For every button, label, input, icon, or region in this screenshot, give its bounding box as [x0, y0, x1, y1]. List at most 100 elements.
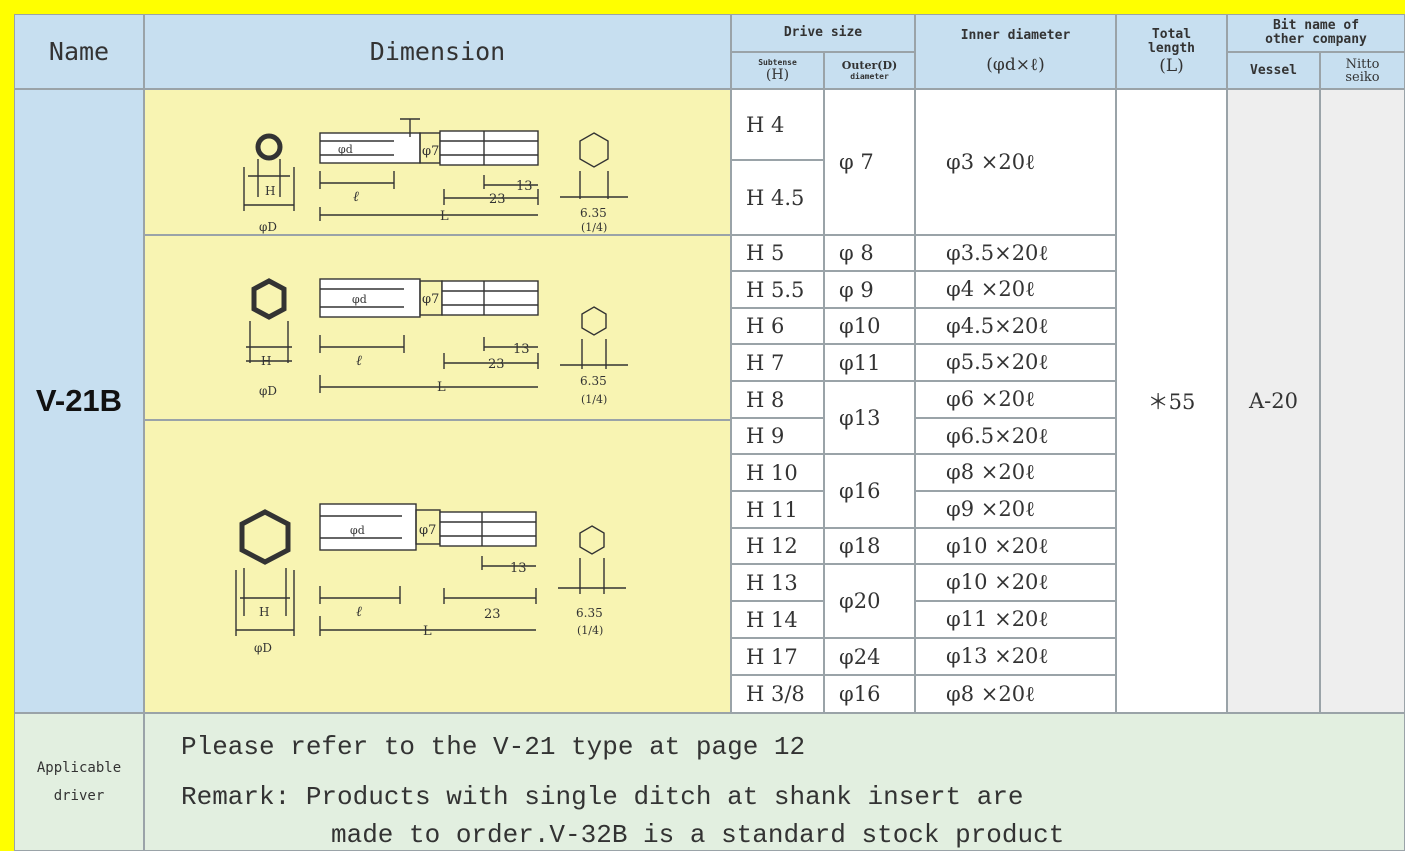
inner-value: φ10 ×20ℓ — [946, 533, 1049, 558]
inner-cell: φ10 ×20ℓ — [915, 564, 1116, 601]
table-row-h: H 8 — [731, 381, 824, 418]
table-row-h: H 5.5 — [731, 271, 824, 308]
d-value: φ11 — [839, 350, 881, 375]
table-row-h: H 9 — [731, 418, 824, 454]
h-value: H 13 — [746, 570, 798, 595]
drawing-label-phi-d-inner: φd — [338, 143, 353, 156]
d-value: φ24 — [839, 644, 881, 669]
inner-value: φ6.5×20ℓ — [946, 423, 1049, 448]
inner-cell-merged: φ3 ×20ℓ — [915, 89, 1116, 235]
drawing-label-h: H — [259, 605, 269, 619]
drawing-label-twentythree: 23 — [488, 357, 505, 372]
product-name-cell: V-21B — [14, 89, 144, 713]
table-row-h: H 5 — [731, 235, 824, 271]
table-row-h: H 3/8 — [731, 675, 824, 713]
d-cell-merged: φ20 — [824, 564, 915, 638]
header-dimension: Dimension — [144, 14, 731, 89]
header-total-length-symbol: (L) — [1159, 55, 1184, 76]
drawing-label-ell: ℓ — [353, 189, 359, 205]
product-name: V-21B — [35, 383, 123, 418]
d-cell: φ16 — [824, 675, 915, 713]
applicable-driver-cell: Applicable driver — [14, 713, 144, 851]
table-row-h: H 4.5 — [731, 160, 824, 235]
h-value: H 9 — [746, 424, 785, 448]
drawing-label-phi-d-outer: φD — [254, 641, 272, 655]
drawing-label-hex-inch: (1/4) — [581, 221, 607, 234]
inner-value: φ6 ×20ℓ — [946, 387, 1036, 411]
header-dimension-label: Dimension — [369, 37, 506, 66]
drawing-label-twentythree: 23 — [489, 192, 506, 207]
header-nitto-seiko: Nitto seiko — [1320, 52, 1405, 89]
inner-value: φ3.5×20ℓ — [946, 240, 1049, 265]
spec-sheet: Name Dimension Drive size Subtense (H) O… — [14, 14, 1405, 851]
drawing-label-hex-size: 6.35 — [580, 206, 607, 220]
inner-cell: φ6 ×20ℓ — [915, 381, 1116, 418]
header-subtense-label: Subtense — [758, 58, 797, 67]
drawing-label-phi7: φ7 — [422, 144, 439, 159]
header-nitto-line2: seiko — [1345, 69, 1380, 85]
drawing-label-big-l: L — [437, 380, 446, 395]
inner-value: φ4.5×20ℓ — [946, 313, 1049, 338]
table-row-h: H 7 — [731, 344, 824, 381]
header-inner-diameter: Inner diameter (φd×ℓ) — [915, 14, 1116, 89]
table-row-h: H 13 — [731, 564, 824, 601]
inner-cell: φ8 ×20ℓ — [915, 675, 1116, 713]
table-row-h: H 17 — [731, 638, 824, 675]
drawing-label-thirteen: 13 — [516, 179, 533, 194]
inner-cell: φ11 ×20ℓ — [915, 601, 1116, 638]
d-value: φ13 — [839, 405, 881, 430]
inner-value: φ4 ×20ℓ — [946, 277, 1036, 301]
inner-value: φ8 ×20ℓ — [946, 460, 1036, 484]
drawing-label-big-l: L — [423, 624, 432, 639]
inner-cell: φ5.5×20ℓ — [915, 344, 1116, 381]
nitto-seiko-cell — [1320, 89, 1405, 713]
header-total-length-line2: length — [1148, 40, 1195, 56]
header-total-length-line1: Total — [1151, 26, 1192, 42]
header-nitto-line1: Nitto — [1345, 56, 1380, 72]
footer-line2: Remark: Products with single ditch at sh… — [181, 782, 1024, 812]
header-bit-name-line1: Bit name of — [1272, 18, 1360, 33]
footer-line1: Please refer to the V-21 type at page 12 — [181, 732, 806, 762]
header-vessel-label: Vessel — [1250, 62, 1297, 78]
drawing-label-h: H — [261, 354, 271, 368]
inner-value: φ9 ×20ℓ — [946, 497, 1036, 521]
drawing-label-ell: ℓ — [356, 353, 362, 369]
header-outer-line1: Outer(D) — [841, 59, 898, 72]
d-value: φ16 — [839, 682, 881, 706]
drawing-label-thirteen: 13 — [513, 342, 530, 357]
h-value: H 8 — [746, 387, 785, 412]
h-value: H 12 — [746, 534, 798, 558]
h-value: H 11 — [746, 497, 798, 522]
d-cell: φ18 — [824, 528, 915, 564]
d-value: φ 8 — [839, 241, 874, 265]
drawing-label-big-l: L — [440, 209, 449, 224]
h-value: H 6 — [746, 314, 785, 338]
applicable-line2: driver — [53, 788, 105, 804]
h-value: H 10 — [746, 460, 798, 485]
header-total-length: Total length (L) — [1116, 14, 1227, 89]
d-cell: φ 8 — [824, 235, 915, 271]
h-value: H 3/8 — [746, 682, 805, 706]
h-value: H 5 — [746, 241, 785, 265]
inner-value: φ13 ×20ℓ — [946, 644, 1049, 668]
d-value: φ20 — [839, 589, 881, 613]
drawing-panel-medium — [144, 235, 731, 420]
d-cell: φ24 — [824, 638, 915, 675]
header-name-label: Name — [48, 37, 110, 66]
drawing-label-phi-d-outer: φD — [259, 220, 277, 234]
footer-notes-cell: Please refer to the V-21 type at page 12… — [144, 713, 1405, 851]
drawing-label-twentythree: 23 — [484, 607, 501, 622]
applicable-line1: Applicable — [36, 760, 122, 776]
inner-value: φ10 ×20ℓ — [946, 570, 1049, 594]
d-value: φ 9 — [839, 277, 874, 302]
inner-cell: φ8 ×20ℓ — [915, 454, 1116, 491]
header-vessel: Vessel — [1227, 52, 1320, 89]
drawing-label-thirteen: 13 — [510, 561, 527, 576]
header-inner-diameter-label: Inner diameter — [960, 27, 1071, 43]
footer-line3: made to order.V-32B is a standard stock … — [331, 820, 1065, 850]
drawing-label-h: H — [265, 184, 275, 198]
h-value: H 14 — [746, 607, 798, 632]
header-bit-name: Bit name of other company — [1227, 14, 1405, 52]
h-value: H 4 — [746, 112, 785, 137]
d-value: φ16 — [839, 479, 881, 503]
